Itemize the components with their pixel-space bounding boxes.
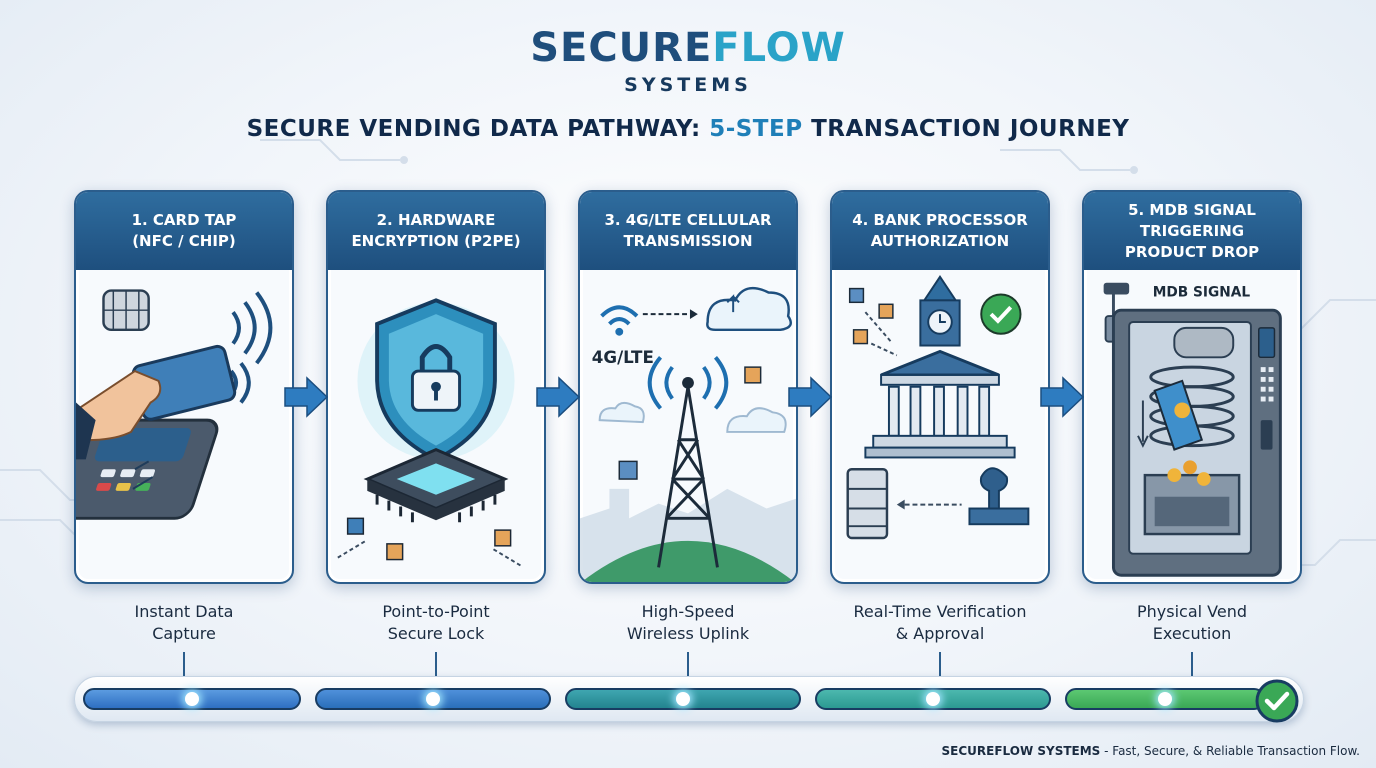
progress-node: [426, 692, 440, 706]
step-card-1: 1. Card Tap (NFC / Chip): [74, 190, 294, 584]
page-title: Secure Vending Data Pathway: 5-Step Tran…: [0, 116, 1376, 142]
connector-line: [435, 652, 437, 678]
logo-subtitle: SYSTEMS: [624, 74, 752, 96]
step-title-3: 3. 4G/LTE Cellular Transmission: [604, 211, 772, 250]
step-title-5: 5. MDB Signal Triggering Product Drop: [1124, 200, 1260, 261]
step-card-2: 2. Hardware Encryption (P2PE): [326, 190, 546, 584]
logo: SECUREFLOW SYSTEMS: [0, 24, 1376, 96]
check-circle-icon: [1255, 679, 1299, 723]
progress-node: [1158, 692, 1172, 706]
logo-secure-text: SECURE: [530, 25, 713, 71]
progress-segment-1: [83, 688, 301, 710]
step-title-4: 4. Bank Processor Authorization: [852, 211, 1028, 250]
bank-icon: [832, 270, 1048, 582]
step-card-3: 3. 4G/LTE Cellular Transmission 4G/LTE: [578, 190, 798, 584]
step-caption-3: High-Speed Wireless Uplink: [626, 602, 750, 643]
footer-tagline: - Fast, Secure, & Reliable Transaction F…: [1100, 744, 1360, 758]
step-header-2: 2. Hardware Encryption (P2PE): [328, 192, 544, 270]
step-title-1: 1. Card Tap (NFC / Chip): [131, 211, 237, 250]
footer: SECUREFLOW SYSTEMS - Fast, Secure, & Rel…: [942, 744, 1361, 758]
title-main: Secure Vending Data Pathway:: [246, 116, 710, 142]
progress-node: [185, 692, 199, 706]
step-caption-1: Instant Data Capture: [134, 602, 234, 643]
logo-flow-text: FLOW: [712, 25, 846, 71]
arrow-right-icon: [788, 376, 833, 418]
arrow-right-icon: [284, 376, 329, 418]
progress-segment-3: [565, 688, 801, 710]
connector-line: [687, 652, 689, 678]
card-tap-icon: [76, 270, 292, 582]
connector-line: [183, 652, 185, 678]
step-header-4: 4. Bank Processor Authorization: [832, 192, 1048, 270]
logo-wordmark: SECUREFLOW: [530, 24, 846, 72]
step-caption-5: Physical Vend Execution: [1136, 602, 1247, 643]
step-header-1: 1. Card Tap (NFC / Chip): [76, 192, 292, 270]
connector-line: [939, 652, 941, 678]
shield-lock-icon: [328, 270, 544, 582]
progress-node: [926, 692, 940, 706]
progress-segment-5: [1065, 688, 1265, 710]
step-caption-2: Point-to-Point Secure Lock: [382, 602, 490, 643]
progress-segment-4: [815, 688, 1051, 710]
step-card-4: 4. Bank Processor Authorization: [830, 190, 1050, 584]
step-card-5: 5. MDB Signal Triggering Product Drop MD…: [1082, 190, 1302, 584]
connector-line: [1191, 652, 1193, 678]
vending-machine-icon: MDB SIGNAL: [1084, 270, 1300, 582]
step-header-3: 3. 4G/LTE Cellular Transmission: [580, 192, 796, 270]
network-label: 4G/LTE: [592, 348, 654, 367]
mdb-signal-label: MDB SIGNAL: [1153, 284, 1251, 300]
progress-segment-2: [315, 688, 551, 710]
progress-node: [676, 692, 690, 706]
title-accent: 5-Step: [709, 116, 803, 142]
step-title-2: 2. Hardware Encryption (P2PE): [351, 211, 521, 250]
step-header-5: 5. MDB Signal Triggering Product Drop: [1084, 192, 1300, 270]
cell-tower-icon: 4G/LTE: [580, 270, 796, 582]
title-rest: Transaction Journey: [802, 116, 1130, 142]
progress-bar: [74, 676, 1304, 722]
footer-brand: SECUREFLOW SYSTEMS: [941, 744, 1101, 758]
step-caption-4: Real-Time Verification & Approval: [853, 602, 1027, 643]
arrow-right-icon: [536, 376, 581, 418]
arrow-right-icon: [1040, 376, 1085, 418]
